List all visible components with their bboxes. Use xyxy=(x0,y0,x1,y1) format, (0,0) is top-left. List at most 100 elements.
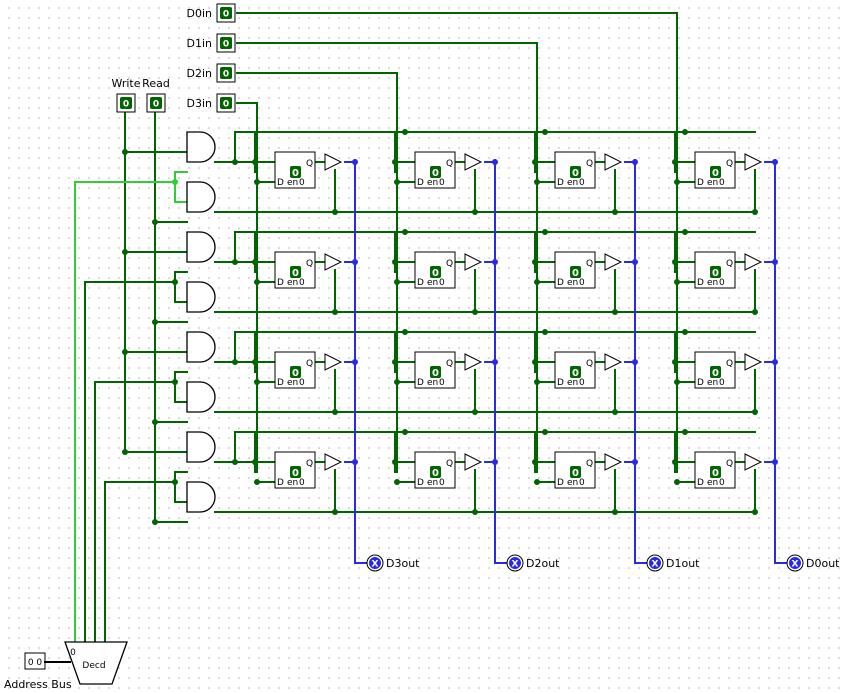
gate-column xyxy=(186,131,216,513)
cell-q-label: Q xyxy=(446,259,453,269)
write-and-gate xyxy=(186,131,216,163)
wire-junction xyxy=(534,479,540,485)
decoder-select-index: 0 xyxy=(70,648,76,658)
wire-junction xyxy=(252,259,258,265)
tristate-buffer xyxy=(744,453,763,471)
output-pin-label: D1out xyxy=(666,557,700,570)
tristate-buffer xyxy=(324,153,343,171)
wire-junction xyxy=(402,429,408,435)
cell-en-value: 0 xyxy=(719,378,725,388)
wire-junction xyxy=(532,459,538,465)
cell-en-label: en xyxy=(287,378,298,388)
wire-junction xyxy=(682,329,688,335)
address-bus-pin[interactable]: 0 0 Address Bus xyxy=(4,652,72,691)
cell-box xyxy=(414,251,456,289)
wire-junction xyxy=(682,429,688,435)
pin-value: 0 xyxy=(123,100,129,110)
wire-path xyxy=(104,481,175,650)
cell-d-label: D xyxy=(557,178,564,188)
cell-q-label: Q xyxy=(586,459,593,469)
wire-junction xyxy=(254,479,260,485)
wire-junction xyxy=(472,409,478,415)
wire-junction xyxy=(392,459,398,465)
wire-junction xyxy=(542,429,548,435)
cell-value: 0 xyxy=(572,268,579,279)
write-and-gate xyxy=(186,331,216,363)
cell-q-label: Q xyxy=(306,359,313,369)
cell-q-label: Q xyxy=(446,359,453,369)
output-pin-value-bg xyxy=(509,557,521,569)
wire-junction xyxy=(472,209,478,215)
wire-junction xyxy=(252,459,258,465)
cell-value-bg xyxy=(570,366,581,378)
cell-en-value: 0 xyxy=(299,178,305,188)
wires xyxy=(74,12,778,650)
tristate-buffer xyxy=(464,353,483,371)
wire-junction xyxy=(402,329,408,335)
tristate-buffer xyxy=(464,453,483,471)
pin-value: 0 xyxy=(223,10,229,20)
cell-q-label: Q xyxy=(446,159,453,169)
cell-value: 0 xyxy=(572,368,579,379)
wire-junction xyxy=(232,459,238,465)
input-pin-label: D3in xyxy=(187,97,213,110)
cell-d-label: D xyxy=(277,478,284,488)
wire-junction xyxy=(752,409,758,415)
cell-d-label: D xyxy=(417,378,424,388)
wire-junction xyxy=(152,519,158,525)
cell-q-label: Q xyxy=(306,259,313,269)
input-pin-label: D2in xyxy=(187,67,213,80)
cell-d-label: D xyxy=(277,178,284,188)
wire-junction xyxy=(394,379,400,385)
cell-en-label: en xyxy=(707,178,718,188)
input-pin-label: D1in xyxy=(187,37,213,50)
cell-q-label: Q xyxy=(306,159,313,169)
cell-en-label: en xyxy=(287,478,298,488)
cell-value: 0 xyxy=(292,468,299,479)
cell-value-bg xyxy=(570,166,581,178)
output-pin-value-bg xyxy=(649,557,661,569)
wire-junction xyxy=(232,159,238,165)
pin-value-bg xyxy=(220,7,232,19)
cell-en-value: 0 xyxy=(579,478,585,488)
cell-en-label: en xyxy=(567,478,578,488)
wire-junction xyxy=(682,229,688,235)
wire-path xyxy=(74,181,175,650)
output-pin-value: X xyxy=(372,560,379,570)
wire-junction xyxy=(532,259,538,265)
tristate-buffer xyxy=(604,353,623,371)
cell-q-label: Q xyxy=(726,259,733,269)
cell-value: 0 xyxy=(572,168,579,179)
wire-junction xyxy=(122,149,128,155)
wire-junction xyxy=(612,409,618,415)
tristate-buffer xyxy=(324,253,343,271)
wire-junction xyxy=(122,449,128,455)
address-pin-value: 0 0 xyxy=(28,658,43,668)
cell-en-value: 0 xyxy=(719,478,725,488)
wire-junction xyxy=(252,159,258,165)
wire-junction xyxy=(394,179,400,185)
wire-junction xyxy=(534,179,540,185)
cell-en-value: 0 xyxy=(439,178,445,188)
address-bus-label: Address Bus xyxy=(4,678,72,691)
wire-junction xyxy=(674,479,680,485)
cell-value-bg xyxy=(710,466,721,478)
wire-junction xyxy=(332,209,338,215)
